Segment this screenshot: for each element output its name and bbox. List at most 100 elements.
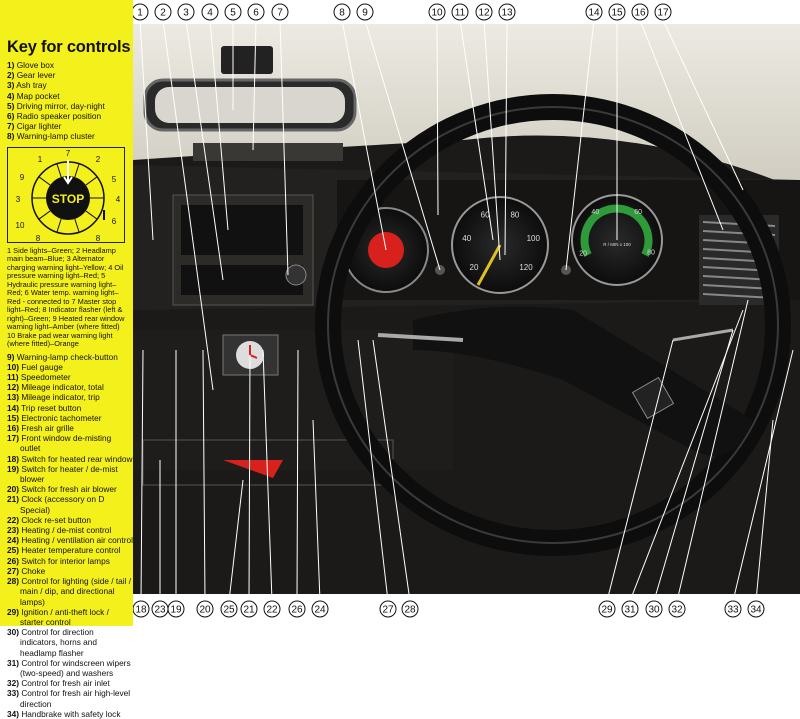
key-item: 33) Control for fresh air high-level dir…: [7, 688, 133, 708]
key-item-label: Control for fresh air inlet: [21, 678, 110, 689]
key-item-label: Ignition / anti-theft lock / starter con…: [20, 606, 109, 627]
key-item-number: 3): [7, 80, 15, 91]
callout-circle: [475, 3, 493, 21]
callout-top: 15: [608, 3, 626, 21]
leader-line: [228, 479, 244, 602]
leader-line: [262, 349, 273, 602]
callout-number: 25: [223, 605, 235, 616]
key-item: 18) Switch for heated rear window: [7, 454, 133, 464]
key-item-number: 21): [7, 494, 19, 505]
key-item-label: Choke: [21, 565, 46, 576]
key-item: 9) Warning-lamp check-button: [7, 352, 133, 362]
callout-circle: [271, 3, 289, 21]
callout-bottom: 32: [668, 600, 686, 618]
callout-circle: [224, 3, 242, 21]
key-item-number: 13): [7, 392, 19, 403]
key-item: 13) Mileage indicator, trip: [7, 392, 133, 402]
steering-wheel: [315, 94, 791, 556]
key-item-label: Gear lever: [16, 70, 56, 81]
callout-number: 10: [431, 8, 443, 19]
key-item-label: Clock (accessory on D Special): [20, 494, 105, 515]
cigar-lighter: [285, 264, 307, 286]
callout-circle: [654, 3, 672, 21]
callout-bottom: 19: [167, 600, 185, 618]
key-item-label: Trip reset button: [21, 402, 82, 413]
callout-circle: [333, 3, 351, 21]
key-item: 25) Heater temperature control: [7, 545, 133, 555]
grille-slat: [702, 293, 776, 299]
key-item-number: 2): [7, 70, 15, 81]
speedo-tick-label: 100: [527, 234, 541, 243]
callout-bottom: 34: [747, 600, 765, 618]
key-item-label: Mileage indicator, total: [21, 382, 104, 393]
key-item-number: 24): [7, 535, 19, 546]
leader-line: [629, 309, 744, 602]
key-item-number: 18): [7, 453, 19, 464]
key-item-label: Control for fresh air high-level directi…: [20, 688, 131, 709]
wiper-stalk: [672, 328, 734, 342]
callout-top: 3: [177, 3, 195, 21]
key-item-number: 19): [7, 463, 19, 474]
speedo-needle: [476, 244, 502, 286]
leader-line: [312, 419, 321, 602]
key-item-label: Mileage indicator, trip: [21, 392, 100, 403]
callout-number: 9: [362, 8, 368, 19]
callout-number: 12: [478, 8, 490, 19]
callout-top: 9: [356, 3, 374, 21]
callout-circle: [608, 3, 626, 21]
leader-line: [252, 19, 257, 151]
dial-label: 7: [66, 149, 71, 158]
dial-center-stop: STOP: [52, 192, 84, 206]
callout-top: 16: [631, 3, 649, 21]
dial-label: 5: [112, 175, 117, 184]
speaker-grille: [193, 143, 343, 161]
key-item-label: Switch for heater / de-mist blower: [20, 463, 118, 485]
callout-number: 11: [455, 8, 466, 19]
mirror-glass: [155, 87, 345, 123]
dial-divider: [56, 218, 62, 233]
key-item: 23) Heating / de-mist control: [7, 525, 133, 535]
key-item-number: 10): [7, 361, 19, 372]
callout-number: 7: [277, 8, 283, 19]
key-item-number: 11): [7, 372, 19, 383]
clock-hands: [249, 345, 258, 359]
key-item-number: 30): [7, 627, 19, 638]
callout-top: 11: [451, 3, 469, 21]
key-item-number: 1): [7, 60, 15, 70]
key-item-number: 16): [7, 423, 19, 434]
speedo-tick-label: 60: [481, 210, 490, 219]
callout-number: 24: [314, 605, 326, 616]
key-item-label: Handbrake with safety lock: [21, 708, 121, 719]
callout-circle: [177, 3, 195, 21]
callout-top: 10: [428, 3, 446, 21]
tacho-tick-label: 80: [647, 250, 655, 257]
callout-top: 8: [333, 3, 351, 21]
callout-number: 16: [634, 8, 646, 19]
key-item: 34) Handbrake with safety lock: [7, 709, 133, 719]
key-item-number: 26): [7, 555, 19, 566]
dial-label: 8: [96, 234, 101, 243]
callout-number: 4: [207, 8, 213, 19]
key-item-label: Heating / ventilation air control: [21, 535, 133, 546]
leader-line: [209, 19, 229, 231]
key-item-number: 4): [7, 90, 15, 101]
callout-circle: [645, 600, 663, 618]
key-item-label: Switch for heated rear window: [21, 453, 133, 464]
callout-number: 32: [671, 605, 683, 616]
callout-circle: [167, 600, 185, 618]
callout-top: 12: [475, 3, 493, 21]
key-item-label: Driving mirror, day-night: [16, 100, 105, 111]
dial-label: 4: [116, 195, 121, 204]
leader-line: [364, 19, 441, 271]
callout-number: 26: [291, 605, 303, 616]
key-item: 21) Clock (accessory on D Special): [7, 494, 133, 514]
key-item-label: Heating / de-mist control: [21, 525, 112, 536]
callout-number: 6: [253, 8, 259, 19]
dial-label: 2: [96, 155, 101, 164]
key-item-label: Warning-lamp cluster: [16, 131, 95, 142]
callout-number: 31: [624, 605, 636, 616]
callout-circle: [201, 3, 219, 21]
key-item: 27) Choke: [7, 566, 133, 576]
